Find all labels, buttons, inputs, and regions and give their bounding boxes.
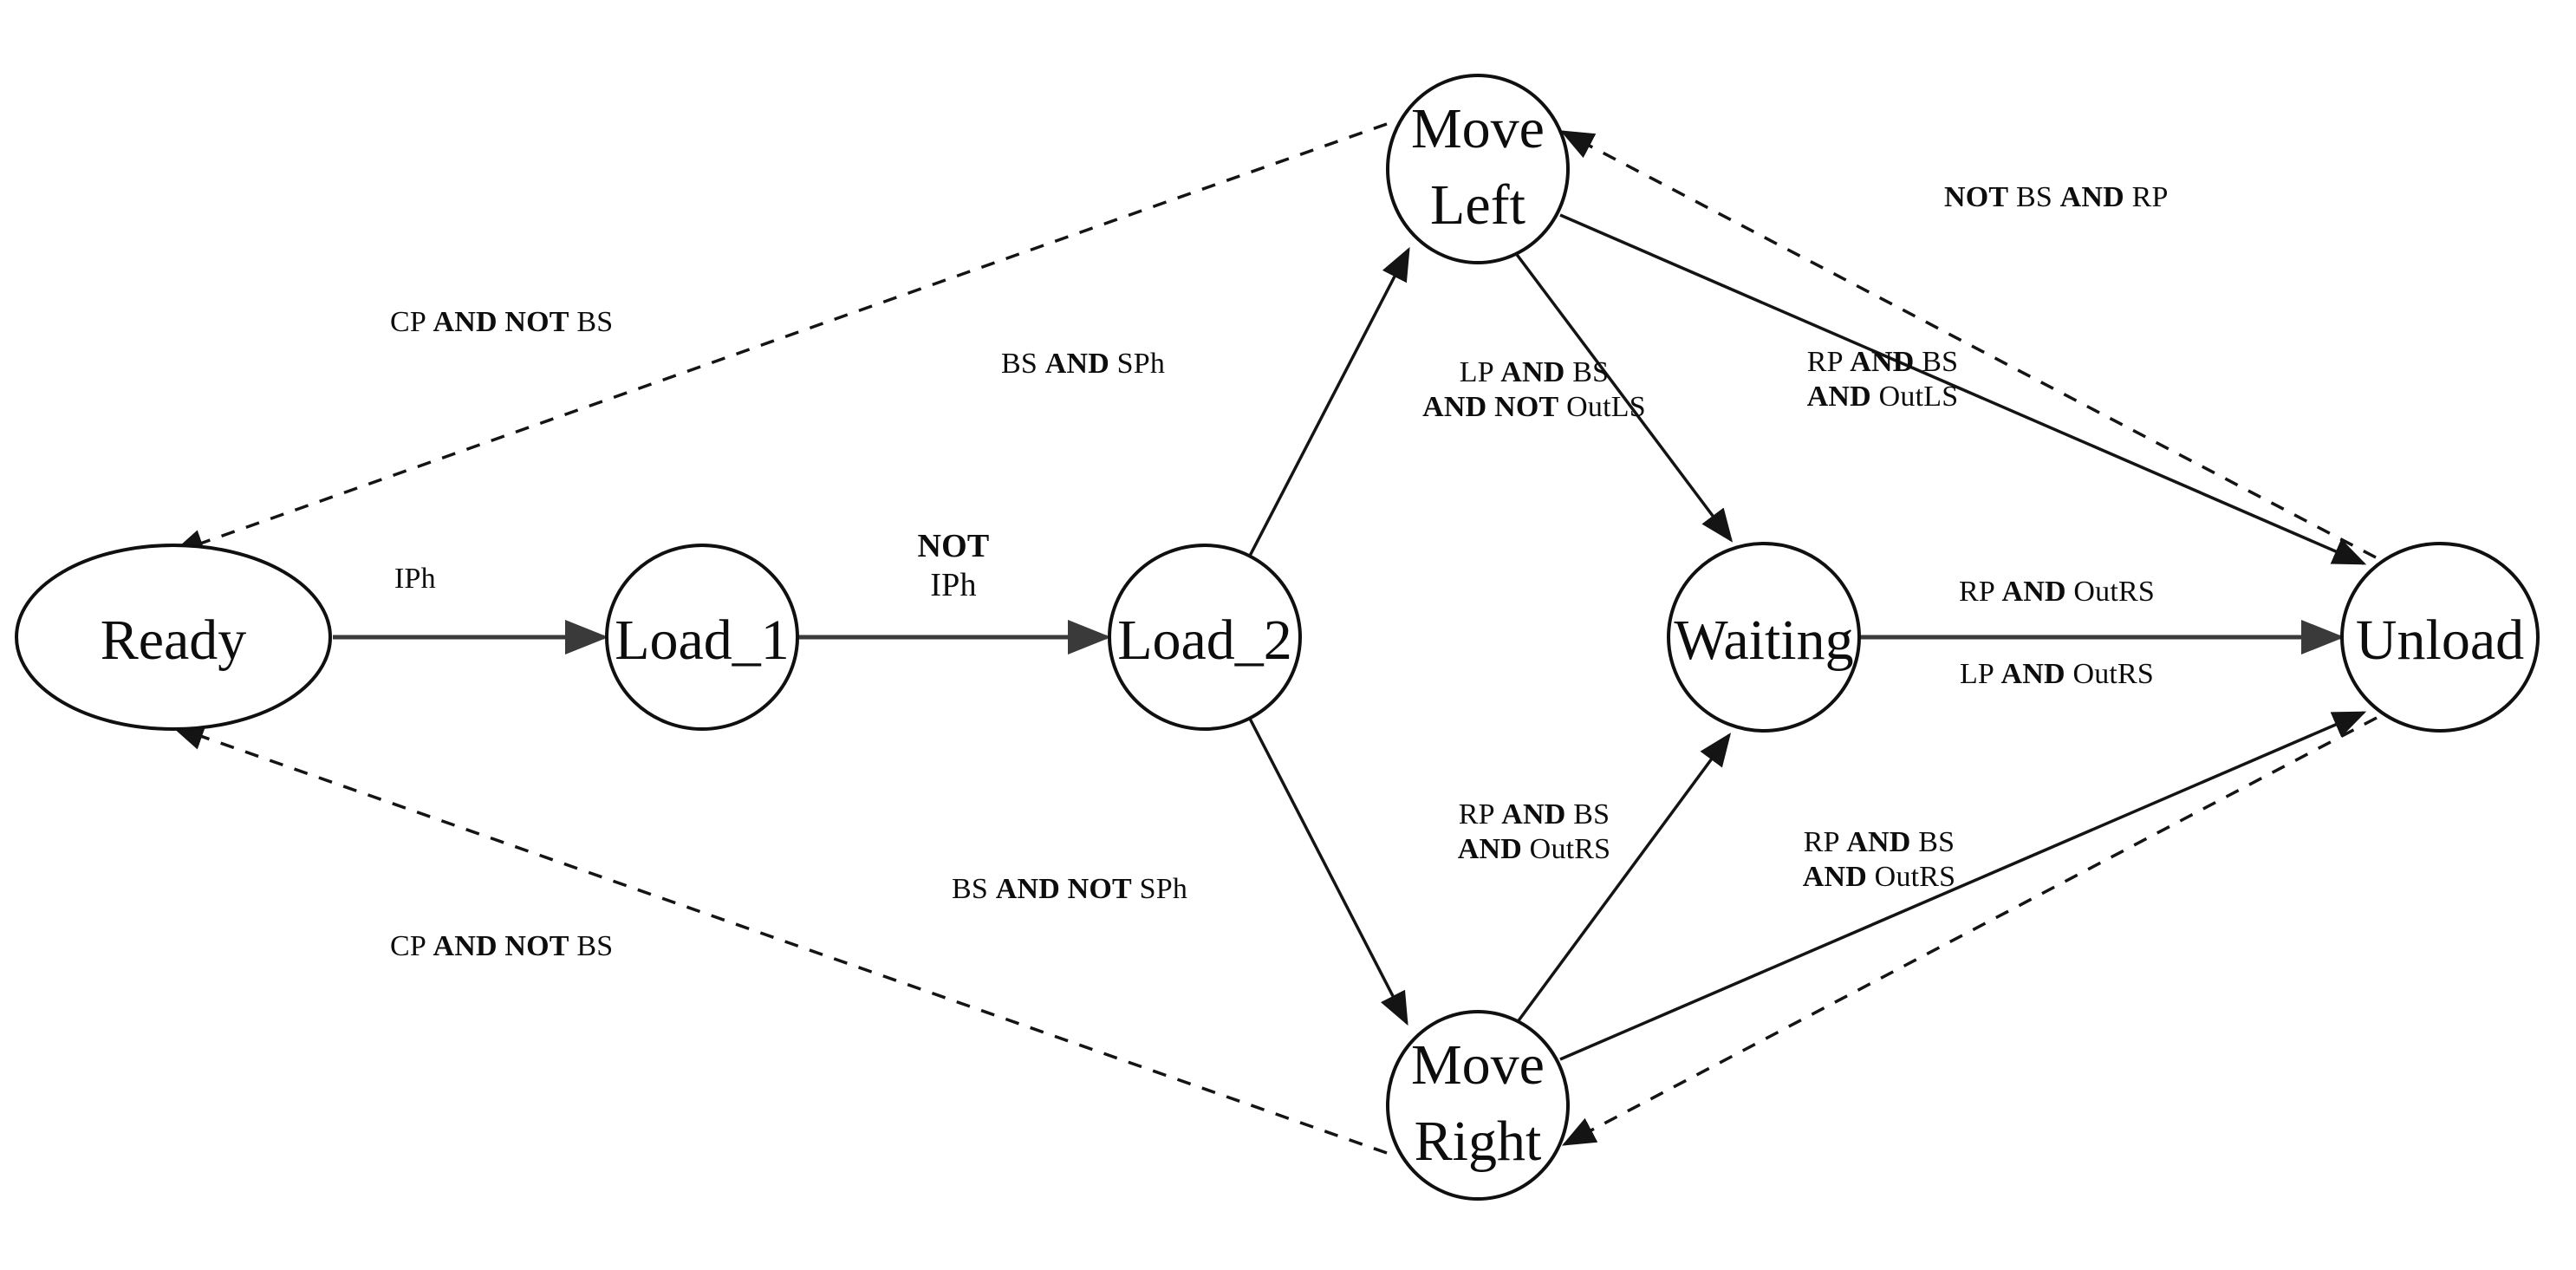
edge-label-line2: AND OutRS (1802, 861, 1956, 894)
edge-label-ready-to-load1: IPh (394, 562, 436, 596)
edge-label-line1: RP AND BS (1803, 826, 1955, 858)
node-move-right-shape[interactable] (1386, 1010, 1570, 1201)
edge-label-load2-to-moveleft: BS AND SPh (1001, 347, 1165, 381)
edge-label-waiting-to-unload-below: LP AND OutRS (1905, 657, 2208, 692)
node-move-left-label-line1: Move (1411, 97, 1545, 160)
edge-moveright-to-waiting (1515, 733, 1732, 1025)
edge-moveleft-to-unload (1559, 213, 2367, 565)
edge-label-text: LP AND OutRS (1959, 658, 2155, 690)
node-move-right-label-line1: Move (1411, 1033, 1545, 1097)
edge-load2-to-moveleft (1247, 246, 1410, 558)
edge-label-text: IPh (394, 563, 436, 595)
node-load2-label: Load_2 (1117, 609, 1292, 672)
edge-label-waiting-to-unload-above: RP AND OutRS (1905, 575, 2208, 609)
edge-label-text: CP AND NOT BS (390, 930, 614, 962)
edge-label-moveleft-to-ready: CP AND NOT BS (390, 305, 613, 340)
node-unload[interactable]: Unload (2340, 542, 2540, 733)
edge-label-text: NOT BS AND RP (1944, 181, 2169, 213)
edge-label-moveleft-to-waiting: LP AND BS AND NOT OutLS (1369, 355, 1699, 425)
node-waiting-label: Waiting (1674, 609, 1853, 672)
node-unload-label: Unload (2356, 609, 2524, 672)
node-move-left[interactable]: Move Left (1386, 74, 1570, 264)
edge-label-line2: AND OutLS (1806, 381, 1959, 414)
node-load1-label: Load_1 (615, 609, 790, 672)
node-unload-shape[interactable] (2340, 542, 2540, 733)
edge-moveright-to-ready (170, 723, 1388, 1155)
edge-label-moveleft-to-unload: RP AND BS AND OutLS (1753, 345, 2013, 414)
edge-label-text: BS AND NOT SPh (952, 873, 1188, 905)
edge-label-moveright-to-ready: CP AND NOT BS (390, 929, 613, 964)
edge-label-moveright-to-unload: RP AND BS AND OutRS (1749, 825, 2009, 895)
edge-label-moveright-to-waiting: RP AND BS AND OutRS (1404, 798, 1664, 867)
node-ready-label: Ready (101, 609, 247, 672)
edge-label-load1-to-load2: NOT IPh (884, 527, 1023, 605)
node-load2-shape[interactable] (1108, 544, 1302, 731)
edge-label-text: RP AND OutRS (1959, 576, 2155, 608)
edge-label-load2-to-moveright: BS AND NOT SPh (952, 872, 1187, 907)
node-ready-shape[interactable] (15, 544, 332, 731)
node-move-right-label-line2: Right (1415, 1110, 1542, 1173)
edge-label-line2: AND OutRS (1457, 833, 1611, 866)
edge-label-text: CP AND NOT BS (390, 306, 614, 338)
edge-label-line1: RP AND BS (1806, 346, 1959, 378)
edge-label-line1: NOT (917, 528, 990, 564)
edge-label-unload-to-moveleft: NOT BS AND RP (1944, 180, 2169, 215)
node-move-right[interactable]: Move Right (1386, 1010, 1570, 1201)
edge-label-line2: IPh (930, 566, 977, 603)
edge-label-line1: LP AND BS (1459, 356, 1610, 388)
node-load1-shape[interactable] (605, 544, 799, 731)
edge-label-line2: AND NOT OutLS (1422, 391, 1646, 424)
node-load1[interactable]: Load_1 (605, 544, 799, 731)
edge-moveleft-to-waiting (1513, 251, 1734, 543)
edge-moveleft-to-ready (170, 122, 1388, 557)
edge-label-text: BS AND SPh (1001, 348, 1166, 380)
node-ready[interactable]: Ready (15, 544, 332, 731)
edge-load2-to-moveright (1247, 716, 1408, 1026)
node-waiting-shape[interactable] (1667, 542, 1861, 733)
node-move-left-shape[interactable] (1386, 74, 1570, 264)
edge-unload-to-moveleft (1559, 130, 2377, 559)
node-load2[interactable]: Load_2 (1108, 544, 1302, 731)
edge-unload-to-moveright (1561, 716, 2378, 1146)
edge-label-line1: RP AND BS (1458, 798, 1610, 830)
node-waiting[interactable]: Waiting (1667, 542, 1861, 733)
edge-moveright-to-unload (1559, 711, 2367, 1061)
node-move-left-label-line2: Left (1430, 173, 1525, 237)
